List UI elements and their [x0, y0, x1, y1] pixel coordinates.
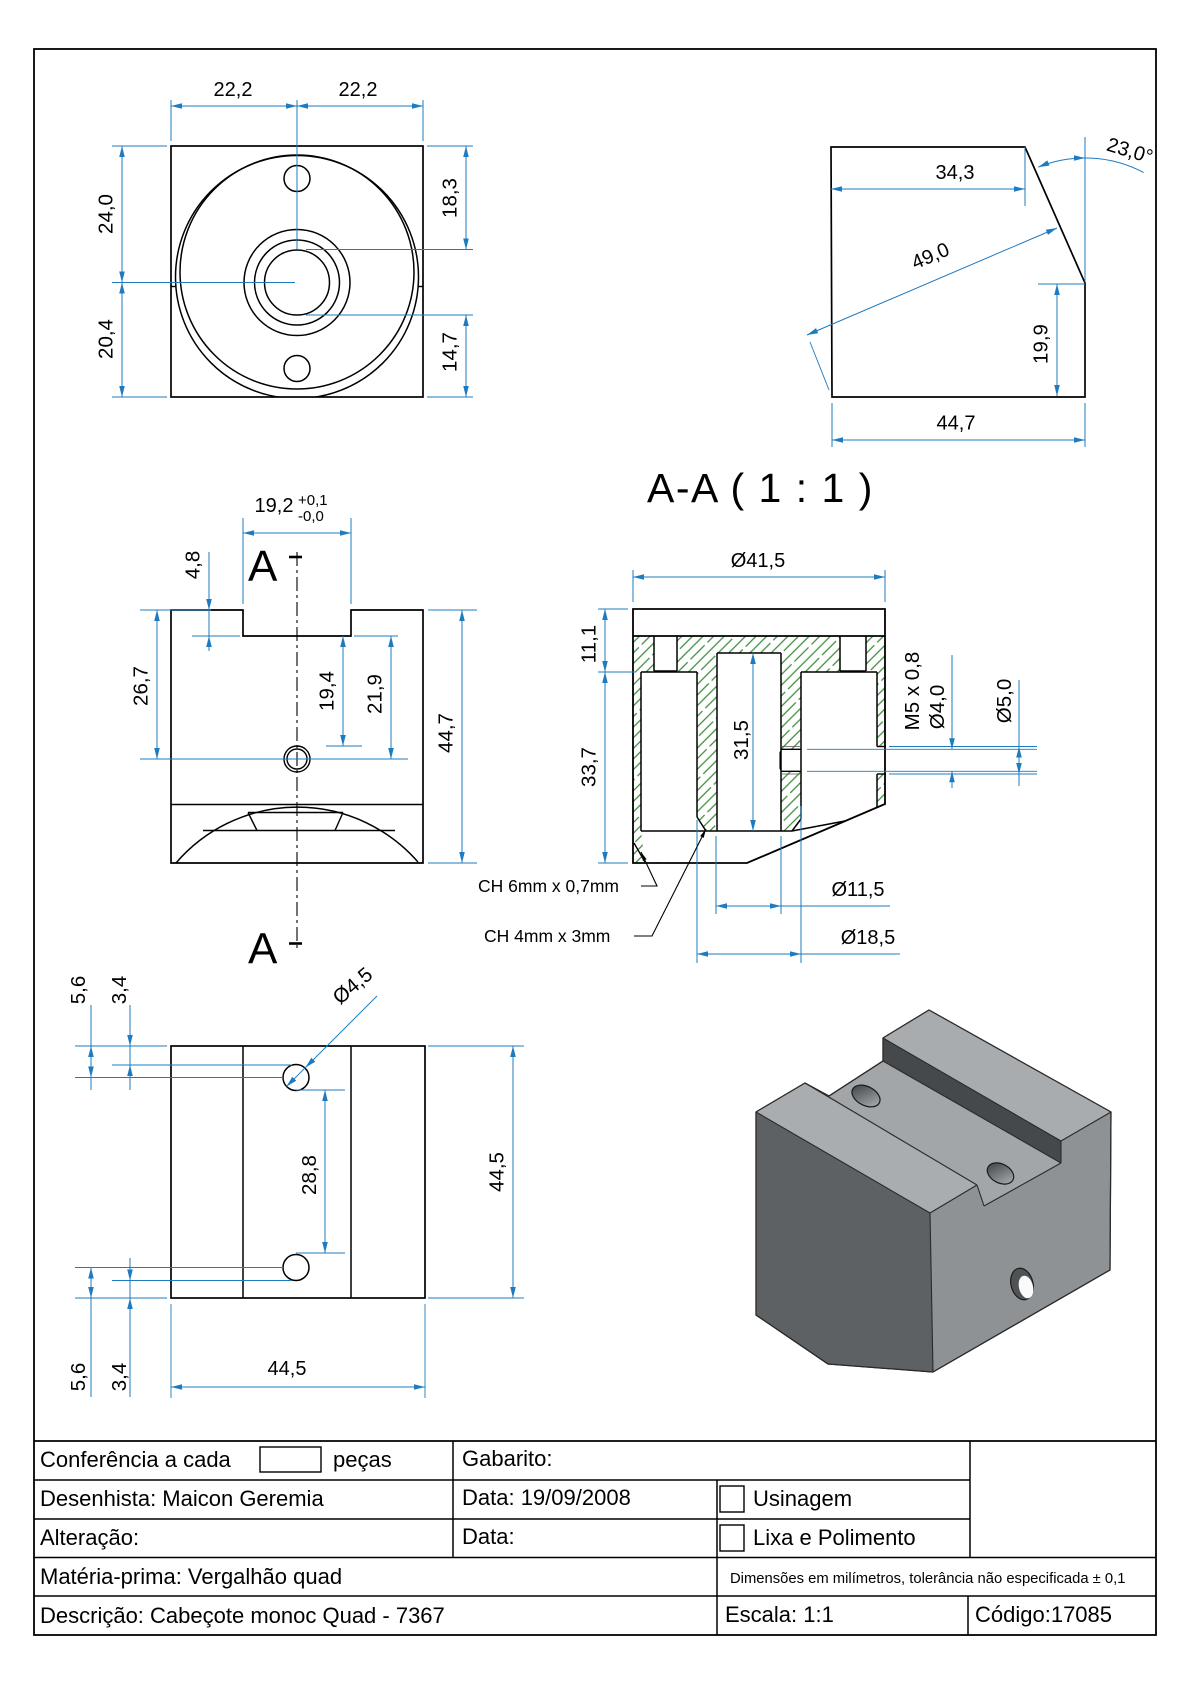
svg-text:44,5: 44,5	[486, 1152, 509, 1192]
svg-text:33,7: 33,7	[578, 747, 601, 787]
svg-text:CH 6mm x 0,7mm: CH 6mm x 0,7mm	[478, 876, 619, 896]
svg-text:Ø18,5: Ø18,5	[841, 927, 895, 949]
svg-text:Ø5,0: Ø5,0	[993, 679, 1016, 723]
svg-text:Matéria-prima: Vergalhão quad: Matéria-prima: Vergalhão quad	[40, 1564, 342, 1589]
svg-text:Alteração:: Alteração:	[40, 1525, 139, 1550]
svg-text:Escala: 1:1: Escala: 1:1	[725, 1602, 834, 1627]
svg-text:19,2: 19,2	[255, 495, 294, 517]
svg-text:Código:17085: Código:17085	[975, 1602, 1112, 1627]
svg-text:Gabarito:: Gabarito:	[462, 1446, 553, 1471]
svg-text:19,9: 19,9	[1030, 324, 1053, 364]
svg-text:Data: 19/09/2008: Data: 19/09/2008	[462, 1485, 631, 1510]
svg-text:5,6: 5,6	[67, 976, 90, 1005]
svg-text:CH 4mm x 3mm: CH 4mm x 3mm	[484, 926, 610, 946]
svg-text:A: A	[248, 542, 278, 591]
svg-text:3,4: 3,4	[108, 1363, 131, 1392]
svg-text:22,2: 22,2	[214, 79, 253, 101]
svg-text:M5 x 0,8: M5 x 0,8	[901, 652, 924, 731]
svg-text:44,7: 44,7	[937, 413, 976, 435]
svg-text:26,7: 26,7	[130, 666, 153, 706]
svg-text:Data:: Data:	[462, 1524, 515, 1549]
svg-text:4,8: 4,8	[182, 551, 205, 580]
svg-text:-0,0: -0,0	[298, 508, 324, 525]
svg-text:Descrição: Cabeçote monoc Quad: Descrição: Cabeçote monoc Quad - 7367	[40, 1603, 445, 1628]
svg-text:18,3: 18,3	[439, 178, 462, 218]
svg-text:Desenhista: Maicon Geremia: Desenhista: Maicon Geremia	[40, 1486, 324, 1511]
svg-text:Dimensões em milímetros, toler: Dimensões em milímetros, tolerância não …	[730, 1571, 1125, 1587]
svg-text:28,8: 28,8	[298, 1155, 321, 1195]
svg-text:24,0: 24,0	[95, 194, 118, 234]
svg-text:Lixa e Polimento: Lixa e Polimento	[753, 1525, 916, 1550]
svg-text:31,5: 31,5	[730, 720, 753, 760]
svg-text:22,2: 22,2	[339, 79, 378, 101]
svg-text:A-A ( 1 : 1 ): A-A ( 1 : 1 )	[647, 465, 874, 511]
svg-text:peças: peças	[333, 1447, 392, 1472]
svg-text:44,5: 44,5	[268, 1358, 307, 1380]
svg-text:A: A	[248, 925, 278, 974]
svg-text:20,4: 20,4	[95, 319, 118, 359]
svg-text:Ø4,0: Ø4,0	[926, 685, 949, 729]
svg-text:Ø11,5: Ø11,5	[832, 879, 885, 901]
svg-text:19,4: 19,4	[316, 671, 339, 711]
svg-text:34,3: 34,3	[936, 162, 975, 184]
svg-text:+0,1: +0,1	[298, 492, 328, 509]
svg-text:14,7: 14,7	[439, 332, 462, 372]
svg-text:Ø41,5: Ø41,5	[731, 550, 785, 572]
svg-text:44,7: 44,7	[435, 713, 458, 753]
svg-text:5,6: 5,6	[67, 1363, 90, 1392]
svg-text:11,1: 11,1	[578, 625, 601, 663]
svg-text:3,4: 3,4	[108, 976, 131, 1005]
svg-text:Usinagem: Usinagem	[753, 1486, 852, 1511]
svg-text:Conferência a cada: Conferência a cada	[40, 1447, 232, 1472]
svg-text:21,9: 21,9	[364, 674, 387, 714]
